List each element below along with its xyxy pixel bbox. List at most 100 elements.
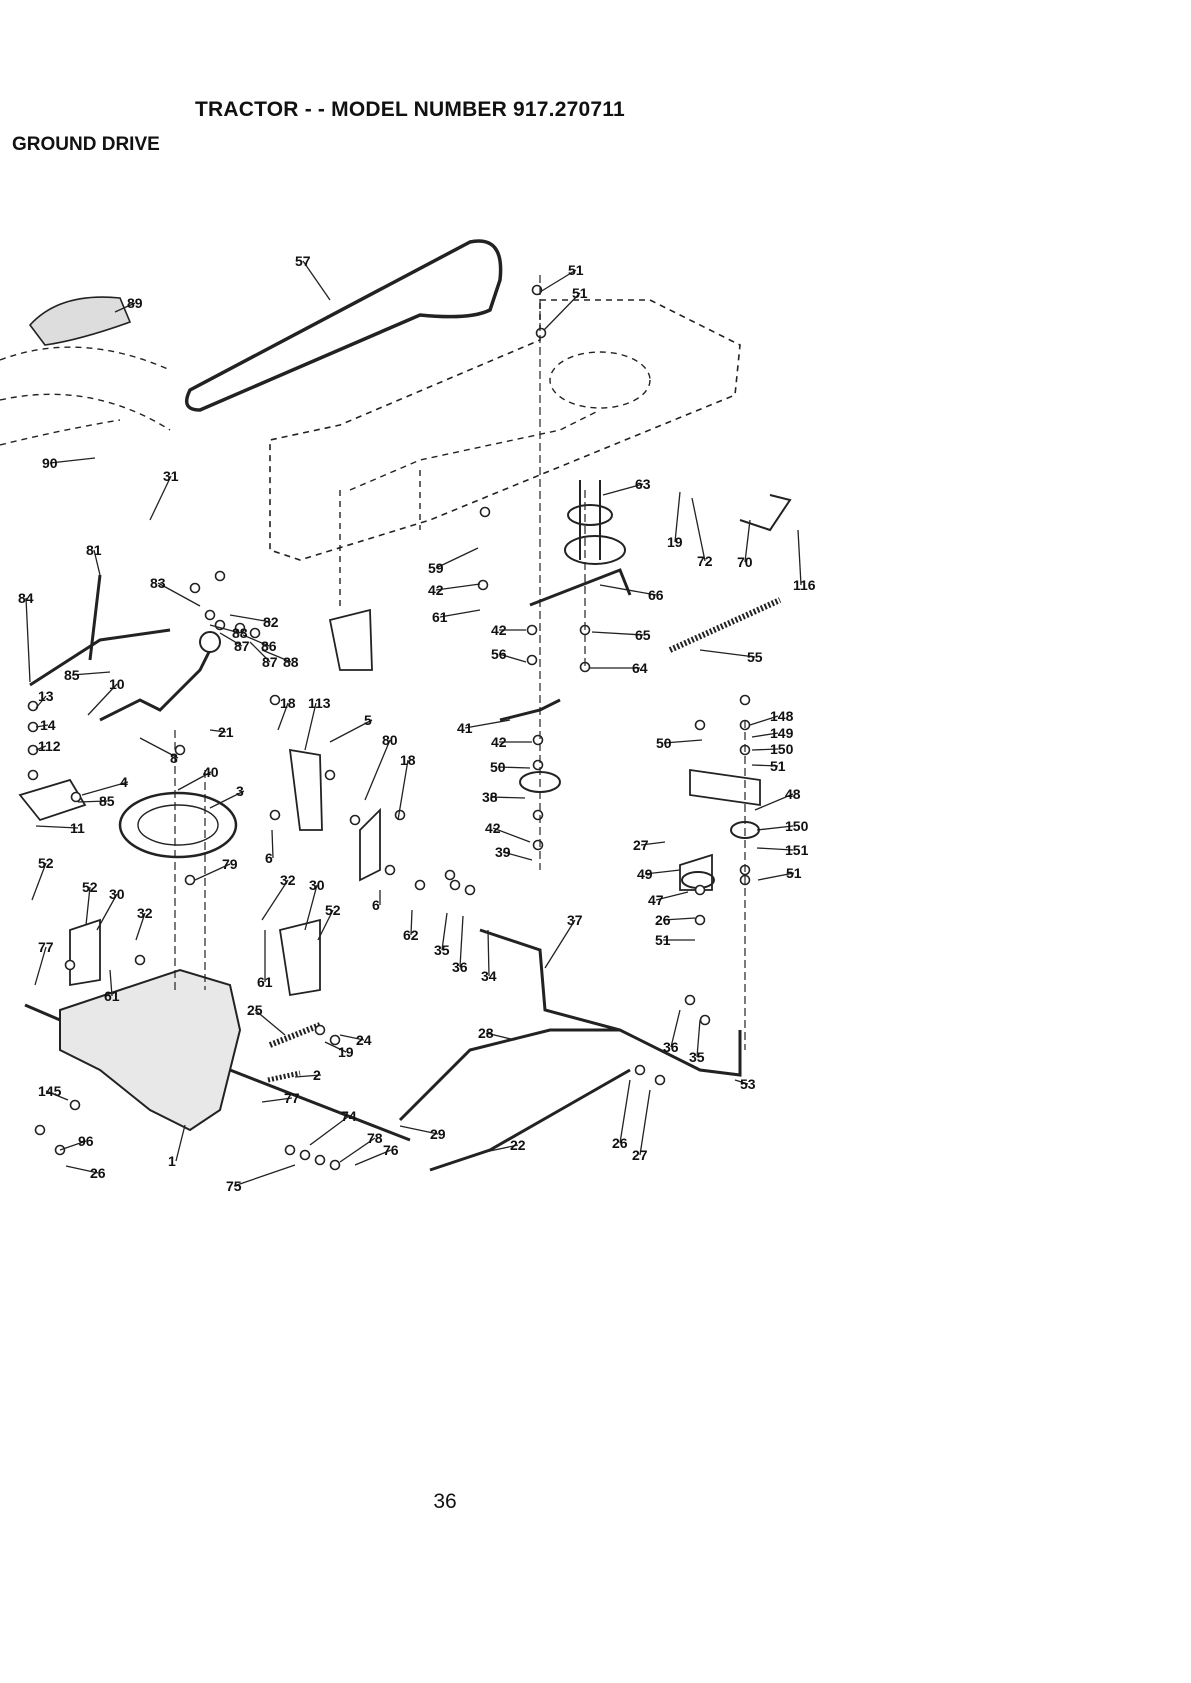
hardware-32: [444, 869, 456, 881]
callout-leader-90: [734, 1079, 749, 1085]
callout-leader-14: [229, 614, 272, 623]
callout-label: 30: [309, 877, 325, 893]
hardware-39: [34, 1124, 46, 1136]
hardware-47: [634, 1064, 646, 1076]
callout-label: 88: [283, 654, 299, 670]
fender-cover: [28, 296, 132, 346]
callout-leader-37: [139, 737, 179, 759]
callout-label: 87: [234, 638, 250, 654]
callout-leader-32: [35, 724, 49, 728]
callout-label: 24: [356, 1032, 372, 1048]
callout-leader-15: [209, 624, 241, 634]
callout-label: 27: [632, 1147, 648, 1163]
callout-leader-38: [464, 719, 511, 729]
callout-leader-77: [662, 917, 696, 921]
hardware-52: [204, 609, 216, 621]
callout-label: 51: [568, 262, 584, 278]
callout-label: 8: [170, 750, 178, 766]
hardware-30: [464, 884, 476, 896]
callout-leader-10: [797, 529, 802, 586]
callout-label: 36: [663, 1039, 679, 1055]
hardware-49: [69, 1099, 81, 1111]
callout-label: 18: [400, 752, 416, 768]
callout-label: 35: [689, 1049, 705, 1065]
callout-leader-57: [756, 825, 794, 831]
callout-label: 90: [42, 455, 58, 471]
callout-label: 21: [218, 724, 234, 740]
callout-label: 85: [99, 793, 115, 809]
bracket-52: [278, 918, 321, 997]
callout-leader-22: [439, 609, 481, 618]
callout-label: 22: [510, 1137, 526, 1153]
callout-label: 2: [313, 1067, 321, 1083]
hardware-2: [479, 506, 491, 518]
hardware-0: [531, 284, 543, 296]
callout-leader-61: [271, 829, 274, 859]
callout-leader-58: [640, 841, 666, 846]
frame-outline: [269, 299, 741, 561]
engine-pulley-hub: [579, 480, 601, 560]
hardware-13: [739, 694, 751, 706]
section-title: GROUND DRIVE: [12, 134, 160, 155]
callout-leader-33: [35, 745, 47, 751]
callout-leader-70: [85, 886, 91, 926]
callout-leader-65: [304, 884, 318, 931]
callout-label: 42: [491, 734, 507, 750]
callout-leader-86: [339, 1034, 365, 1041]
hardware-19: [27, 769, 39, 781]
callout-leader-30: [87, 683, 118, 716]
callout-leader-13: [25, 597, 31, 683]
callout-leader-43: [751, 732, 779, 738]
idler-arm-66: [529, 568, 632, 607]
hardware-31: [414, 879, 426, 891]
engine-pulley-lower: [564, 535, 626, 565]
hardware-41: [694, 884, 706, 896]
callout-label: 35: [434, 942, 450, 958]
transmission-pulley: [118, 791, 238, 859]
callout-leader-92: [294, 1074, 322, 1078]
hardware-26: [349, 814, 361, 826]
callout-leader-69: [655, 891, 689, 901]
spring-2: [267, 1070, 301, 1083]
callout-label: 10: [109, 676, 125, 692]
callout-label: 148: [770, 708, 794, 724]
bracket-5: [359, 807, 381, 882]
callout-leader-35: [304, 702, 317, 751]
callout-label: 36: [452, 959, 468, 975]
shift-rod: [29, 628, 171, 687]
callout-label: 77: [284, 1090, 300, 1106]
callout-leader-40: [497, 766, 531, 769]
callout-leader-49: [177, 771, 212, 791]
callout-label: 87: [262, 654, 278, 670]
callout-label: 5: [364, 712, 372, 728]
callout-leader-71: [96, 893, 118, 931]
hardware-16: [27, 700, 39, 712]
callout-leader-8: [691, 497, 706, 562]
hardware-35: [284, 1144, 296, 1156]
page-title: TRACTOR - - MODEL NUMBER 917.270711: [195, 98, 625, 121]
callout-leader-53: [754, 793, 794, 811]
callout-label: 88: [232, 625, 248, 641]
spring-25: [268, 1022, 322, 1048]
callout-label: 149: [770, 725, 794, 741]
callout-leader-12: [157, 582, 201, 607]
engine-pulley-upper: [567, 504, 613, 526]
callout-leader-85: [324, 1041, 347, 1053]
callout-leader-4: [49, 457, 96, 464]
callout-label: 52: [325, 902, 341, 918]
callout-leader-72: [135, 912, 146, 941]
callout-leader-47: [364, 739, 391, 801]
callout-leader-100: [619, 1079, 631, 1144]
hardware-34: [329, 1034, 341, 1046]
callout-leader-91: [45, 1090, 69, 1101]
hardware-45: [684, 994, 696, 1006]
callout-label: 25: [247, 1002, 263, 1018]
hardware-37: [314, 1154, 326, 1166]
callout-label: 31: [163, 468, 179, 484]
callout-leader-87: [485, 1032, 516, 1041]
callout-label: 50: [656, 735, 672, 751]
hardware-1: [535, 327, 547, 339]
callout-label: 63: [635, 476, 651, 492]
callout-leader-25: [498, 653, 527, 663]
callout-leader-103: [233, 1164, 296, 1187]
